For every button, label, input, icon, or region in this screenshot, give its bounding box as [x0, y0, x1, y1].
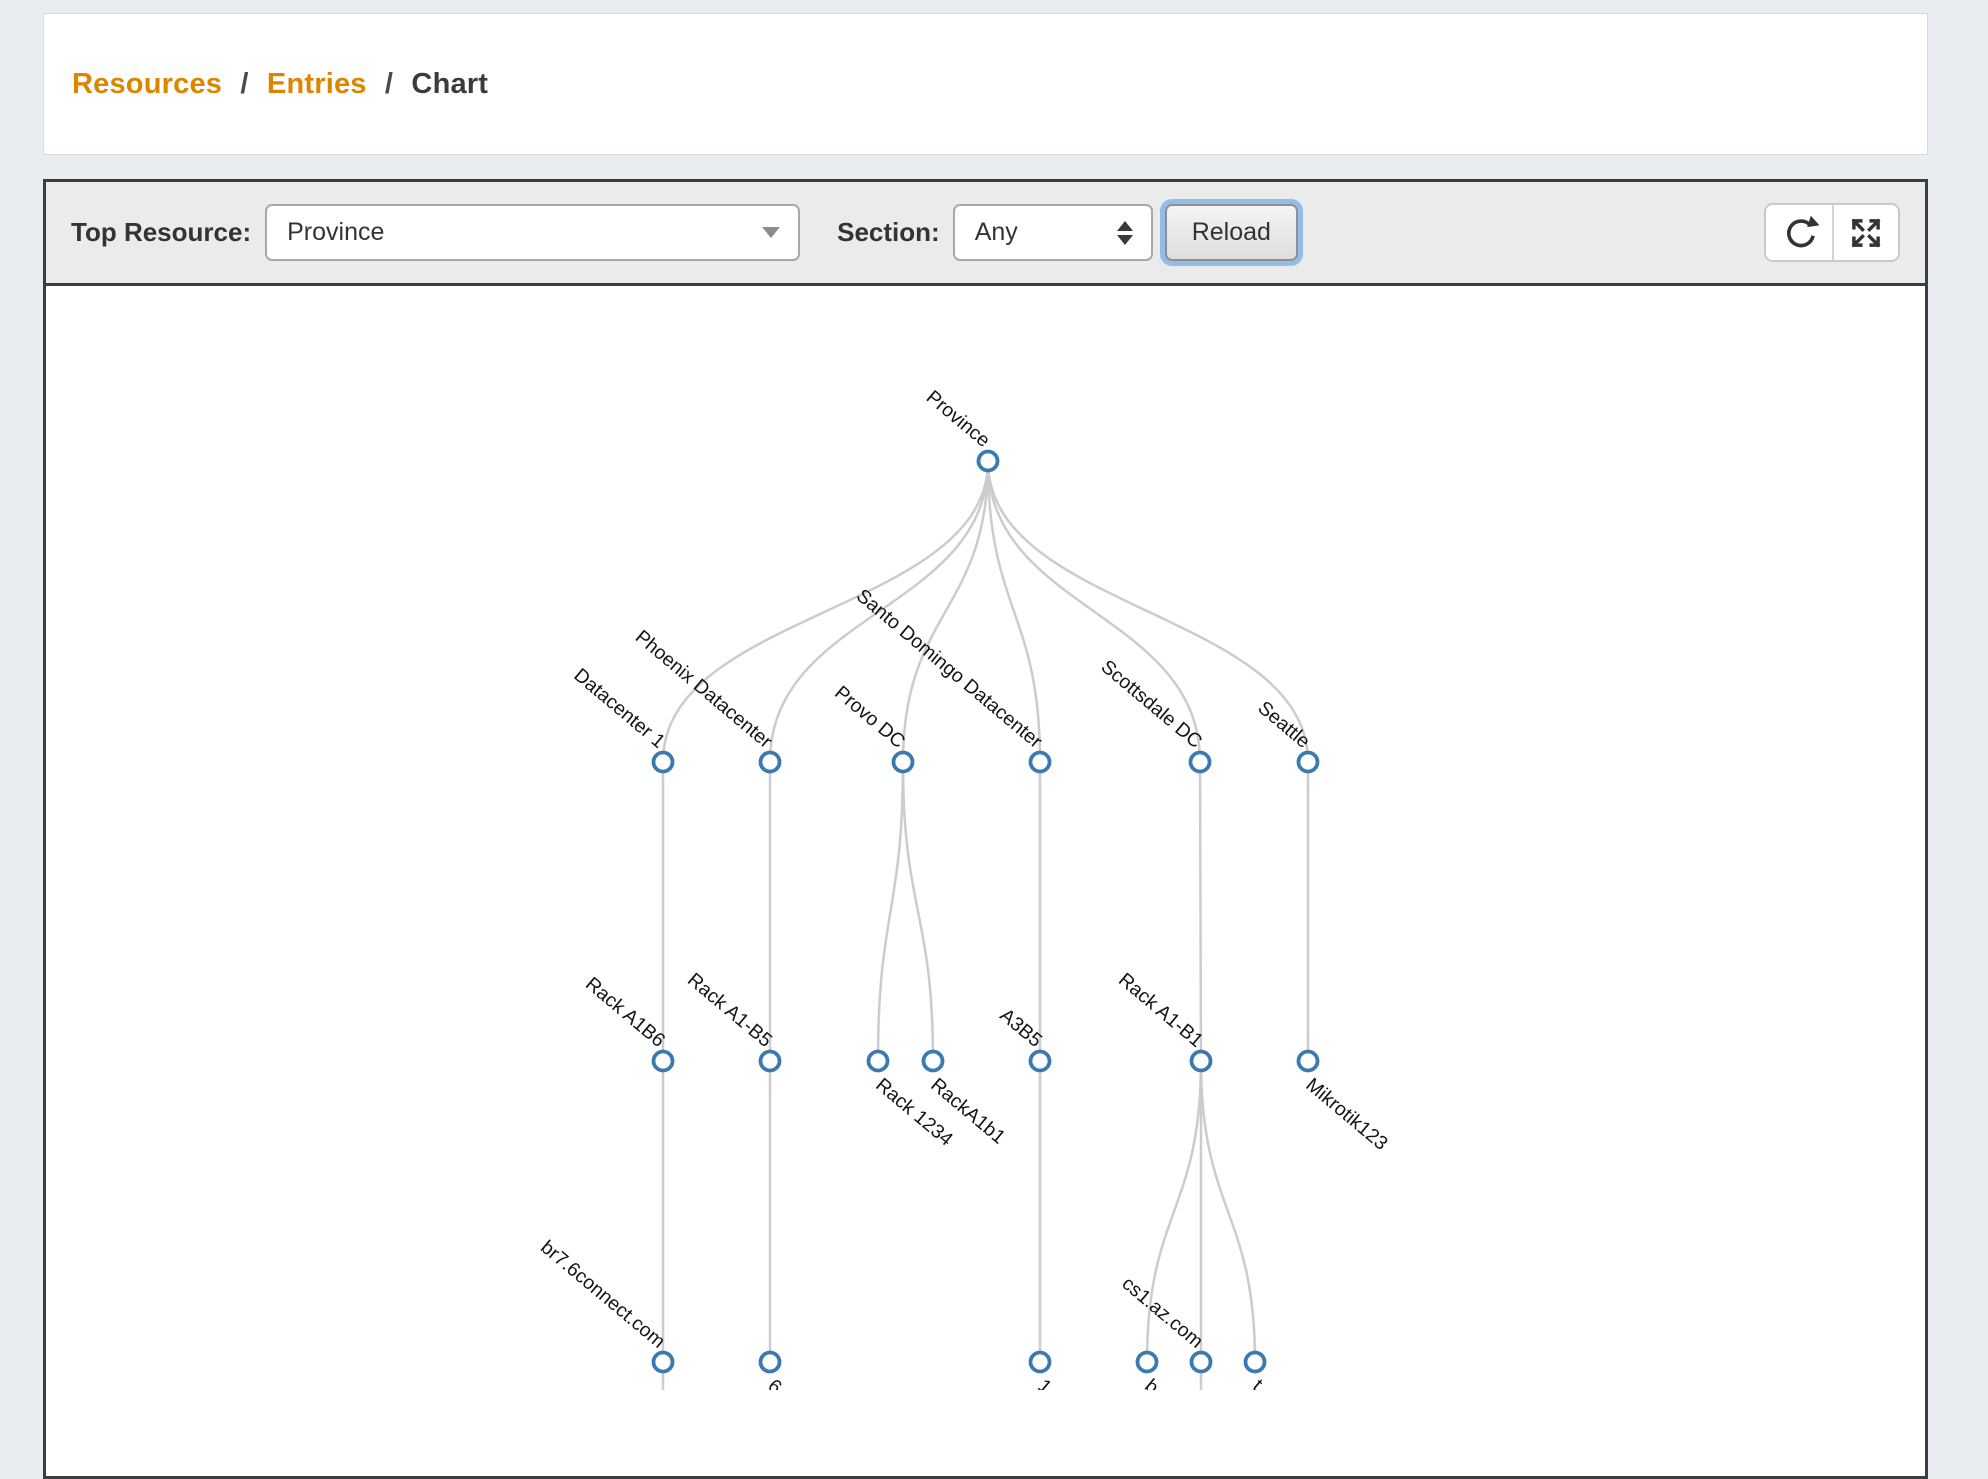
chevron-down-icon	[762, 227, 781, 238]
breadcrumb-separator: /	[384, 67, 394, 100]
tree-link	[986, 460, 1202, 763]
fullscreen-button[interactable]	[1832, 205, 1898, 260]
tree-link	[768, 460, 990, 763]
reload-button[interactable]: Reload	[1164, 204, 1298, 261]
select-stepper-icon	[1116, 220, 1133, 245]
refresh-icon	[1787, 215, 1819, 247]
tree-node-rack-a1b6[interactable]	[651, 1049, 675, 1073]
tree-node-label-datacenter-1: Datacenter 1	[570, 664, 670, 753]
tree-link	[1145, 1060, 1203, 1363]
fullscreen-expand-icon	[1851, 217, 1881, 248]
tree-node-leaf-t[interactable]	[1243, 1350, 1267, 1374]
tree-link	[876, 761, 905, 1062]
tree-node-rack-1234[interactable]	[866, 1049, 890, 1073]
section-label: Section:	[837, 217, 940, 247]
tree-node-mikrotik123[interactable]	[1296, 1049, 1320, 1073]
tree-node-leaf-6[interactable]	[758, 1350, 782, 1374]
tree-node-label-seattle: Seattle	[1254, 697, 1315, 753]
top-resource-label: Top Resource:	[71, 217, 252, 247]
breadcrumb: Resources / Entries / Chart	[44, 68, 488, 101]
tree-node-label-provo-dc: Provo DC	[830, 682, 909, 753]
tree-node-datacenter-1[interactable]	[651, 750, 675, 774]
breadcrumb-card: Resources / Entries / Chart	[43, 13, 1928, 155]
chart-panel: Top Resource: Province Section: Any Relo…	[43, 179, 1928, 1479]
tree-link	[661, 460, 990, 763]
tree-node-label-rack-a1-b5: Rack A1-B5	[683, 969, 776, 1052]
tree-node-provo-dc[interactable]	[891, 750, 915, 774]
tree-node-label-mikrotik123: Mikrotik123	[1301, 1074, 1392, 1155]
top-resource-select[interactable]: Province	[265, 204, 801, 261]
breadcrumb-chart: Chart	[411, 67, 489, 100]
tree-link	[986, 460, 1310, 763]
tree-link	[1199, 1060, 1257, 1363]
tree-node-label-br7-6connect: br7.6connect.com	[536, 1236, 669, 1352]
tree-node-label-province: Province	[922, 386, 994, 452]
tree-node-label-scottsdale-dc: Scottsdale DC	[1097, 656, 1207, 753]
tree-node-seattle[interactable]	[1296, 750, 1320, 774]
tree-node-label-a3b5: A3B5	[996, 1004, 1047, 1052]
breadcrumb-resources[interactable]: Resources	[72, 67, 223, 100]
tree-link	[1198, 761, 1203, 1062]
breadcrumb-separator: /	[240, 67, 249, 100]
tree-node-br7-6connect[interactable]	[651, 1350, 675, 1374]
top-resource-value: Province	[287, 218, 385, 246]
tree-node-label-rack-a1b6: Rack A1B6	[581, 973, 669, 1052]
section-value: Any	[974, 218, 1018, 246]
tree-node-label-leaf-1: 1	[1033, 1375, 1055, 1390]
tree-node-rack-a1-b5[interactable]	[758, 1049, 782, 1073]
tree-node-a3b5[interactable]	[1028, 1049, 1052, 1073]
tree-link	[901, 761, 935, 1062]
tree-link	[901, 460, 990, 763]
tree-node-santo-domingo[interactable]	[1028, 750, 1052, 774]
tree-node-phoenix-dc[interactable]	[758, 750, 782, 774]
section-select[interactable]: Any	[952, 204, 1153, 261]
tree-node-province[interactable]	[976, 449, 1000, 473]
tree-node-scottsdale-dc[interactable]	[1188, 750, 1212, 774]
tree-node-leaf-b[interactable]	[1135, 1350, 1159, 1374]
tree-node-label-leaf-6: 6	[763, 1375, 785, 1390]
tree-node-leaf-1[interactable]	[1028, 1350, 1052, 1374]
tree-node-label-cs1-az-com: cs1.az.com	[1118, 1273, 1208, 1353]
tree-node-label-rack-a1-b1: Rack A1-B1	[1114, 969, 1207, 1052]
tree-node-rack-a1-b1[interactable]	[1189, 1049, 1213, 1073]
chart-action-group	[1764, 203, 1900, 262]
tree-link	[986, 460, 1042, 763]
tree-node-cs1-az-com[interactable]	[1189, 1350, 1213, 1374]
chart-toolbar: Top Resource: Province Section: Any Relo…	[46, 182, 1925, 286]
tree-node-label-leaf-t: t	[1248, 1375, 1267, 1390]
breadcrumb-entries[interactable]: Entries	[266, 67, 367, 100]
tree-node-racka1b1[interactable]	[921, 1049, 945, 1073]
tree-node-label-leaf-b: b	[1140, 1375, 1163, 1390]
refresh-button[interactable]	[1766, 205, 1832, 260]
